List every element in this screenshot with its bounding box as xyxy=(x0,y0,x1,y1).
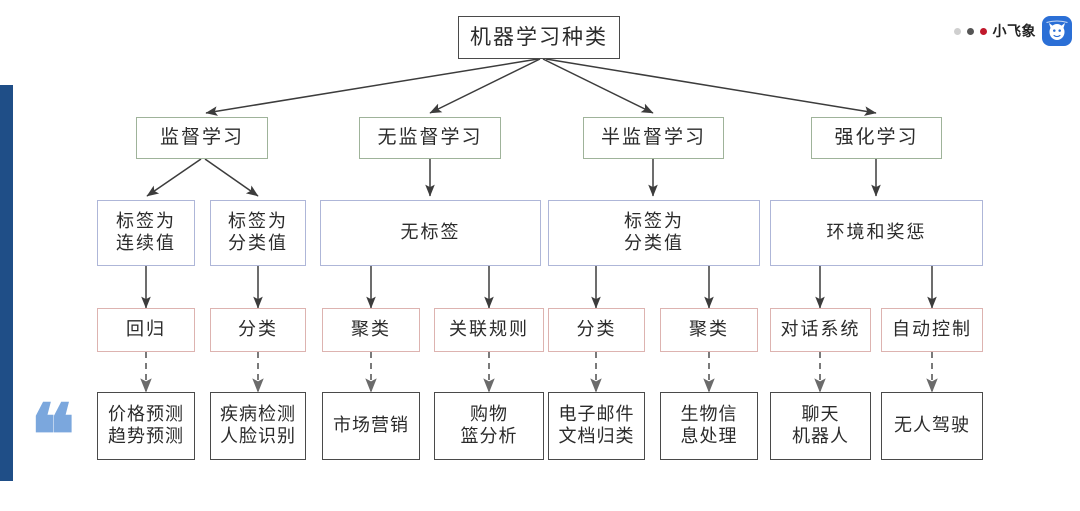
node-l4-association-rules[interactable]: 关联规则 xyxy=(434,308,544,352)
watermark: 小飞象 xyxy=(953,16,1072,46)
node-l4-classification[interactable]: 分类 xyxy=(210,308,306,352)
node-l2-semi-supervised[interactable]: 半监督学习 xyxy=(583,117,724,159)
node-l5-autonomous-driving[interactable]: 无人驾驶 xyxy=(881,392,983,460)
node-l3-environment-reward[interactable]: 环境和奖惩 xyxy=(770,200,983,266)
node-l4-clustering[interactable]: 聚类 xyxy=(322,308,420,352)
node-root[interactable]: 机器学习种类 xyxy=(458,16,620,59)
node-l3-no-label[interactable]: 无标签 xyxy=(320,200,541,266)
left-accent-bar xyxy=(0,85,13,481)
watermark-dots xyxy=(953,27,987,35)
node-l3-categorical-label[interactable]: 标签为 分类值 xyxy=(210,200,306,266)
node-l5-email-document-classification[interactable]: 电子邮件 文档归类 xyxy=(548,392,645,460)
node-l2-reinforcement[interactable]: 强化学习 xyxy=(811,117,942,159)
node-l5-market-marketing[interactable]: 市场营销 xyxy=(322,392,420,460)
node-l4-regression[interactable]: 回归 xyxy=(97,308,195,352)
node-l4-clustering-semi[interactable]: 聚类 xyxy=(660,308,758,352)
watermark-dot-3 xyxy=(979,27,987,35)
node-l5-price-trend-prediction[interactable]: 价格预测 趋势预测 xyxy=(97,392,195,460)
node-l4-dialogue-system[interactable]: 对话系统 xyxy=(770,308,871,352)
node-l5-disease-face-recognition[interactable]: 疾病检测 人脸识别 xyxy=(210,392,306,460)
watermark-label: 小飞象 xyxy=(992,23,1036,39)
node-l2-unsupervised[interactable]: 无监督学习 xyxy=(359,117,501,159)
node-l4-automatic-control[interactable]: 自动控制 xyxy=(881,308,983,352)
node-l2-supervised[interactable]: 监督学习 xyxy=(136,117,268,159)
watermark-dot-1 xyxy=(953,27,961,35)
node-l3-categorical-label-semi[interactable]: 标签为 分类值 xyxy=(548,200,760,266)
node-l5-chatbot[interactable]: 聊天 机器人 xyxy=(770,392,871,460)
watermark-dot-2 xyxy=(966,27,974,35)
node-l4-classification-semi[interactable]: 分类 xyxy=(548,308,645,352)
node-l3-continuous-label[interactable]: 标签为 连续值 xyxy=(97,200,195,266)
node-l5-basket-analysis[interactable]: 购物 篮分析 xyxy=(434,392,544,460)
node-l5-bioinformatics[interactable]: 生物信 息处理 xyxy=(660,392,758,460)
xiaofeixiang-logo-icon xyxy=(1042,16,1072,46)
quote-mark-icon: ❝ xyxy=(30,390,78,483)
